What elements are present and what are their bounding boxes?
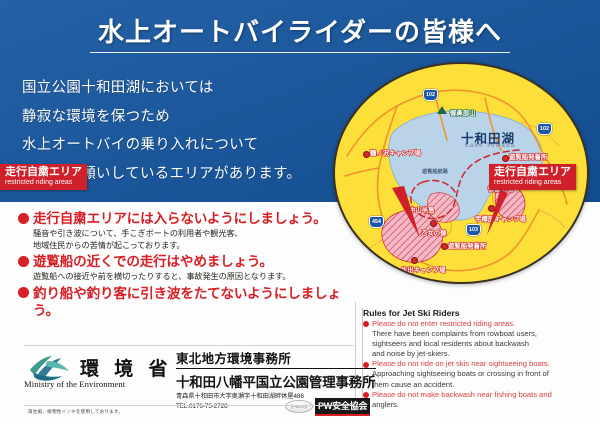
callout-left-en: restricted riding areas [5, 178, 73, 186]
map-label-utarube-campground: 宇樽部キャンプ場 [475, 216, 526, 223]
route-shield-454: 454 [369, 216, 384, 228]
english-rule-3-detail-1: anglers. [372, 399, 400, 409]
office-info-block: 東北地方環境事務所 十和田八幡平国立公園管理事務所 青森県十和田市大字奥瀬字十和… [176, 349, 376, 412]
english-rule-1-detail-3: and noise by jet-skiers. [372, 349, 450, 359]
callout-restricted-left: 走行自粛エリア restricted riding areas [0, 164, 87, 191]
english-rule-2-text: Please do not ride on jet skis near sigh… [372, 359, 550, 369]
map-label-boat-route: 遊覧船航路 [422, 169, 448, 175]
english-rule-3-text: Please do not make backwash near fishing… [372, 389, 552, 399]
footer-top-divider [24, 345, 354, 346]
english-rule-2: Please do not ride on jet skis near sigh… [363, 359, 591, 369]
map-label-oide-campground: 生出キャンプ場 [401, 267, 446, 274]
rule-2-subtext-line-1: 遊覧船への接近や前を横切ったりすると、事故発生の原因となります。 [33, 272, 291, 282]
ministry-name-en: Ministry of the Environment [24, 379, 126, 389]
map-label-ohanabeyama: 御鼻部山 [450, 110, 476, 117]
recycled-paper-note: 再生紙、植物性インキを使用しております。 [28, 409, 124, 414]
english-rule-2-detail-2: them cause an accident. [372, 379, 455, 389]
rule-2-subtext: 遊覧船への接近や前を横切ったりすると、事故発生の原因となります。 [33, 271, 358, 282]
callout-right-ja: 走行自粛エリア [494, 166, 571, 178]
map-label-tsurunosawa: 鶴ノ沢キャンプ場 [370, 150, 421, 157]
english-rule-1-text: Please do not enter restricted riding ar… [372, 319, 516, 328]
rule-item-1: 走行自粛エリアには入らないようにしましょう。 騒音や引き波について、手こぎボート… [18, 210, 358, 251]
callout-right-en: restricted riding areas [494, 178, 562, 186]
office-line-2: 十和田八幡平国立公園管理事務所 [176, 374, 376, 390]
english-rule-1: Please do not enter restricted riding ar… [363, 319, 591, 329]
map-label-boat-dock-south: 遊覧船発着所 [448, 243, 487, 250]
route-shield-102-north: 102 [423, 89, 438, 101]
map-dot-tsurunosawa [363, 151, 370, 158]
english-rule-1-detail-1: There have been complaints from rowboat … [372, 329, 538, 339]
intro-line-3: 水上オートバイの乗り入れについて [22, 137, 259, 154]
english-rule-1-detail-2: sightseers and local residents about bac… [372, 339, 530, 349]
bullet-dot-icon [363, 391, 369, 398]
rules-vertical-divider [355, 302, 356, 410]
intro-line-2: 静寂な環境を保つため [22, 108, 170, 125]
rule-1-subtext-line-1: 騒音や引き波について、手こぎボートの利用者や観光客、 [33, 229, 243, 239]
callout-restricted-right: 走行自粛エリア restricted riding areas [489, 164, 576, 191]
intro-line-4: 自粛をお願いしているエリアがあります。 [22, 165, 302, 182]
rule-3-heading-text: 釣り船や釣り客に引き波をたてないようにしましょう。 [33, 285, 341, 319]
bullet-dot-icon [363, 321, 369, 328]
office-divider [176, 368, 376, 369]
japanese-rules-list: 走行自粛エリアには入らないようにしましょう。 騒音や引き波について、手こぎボート… [18, 210, 358, 322]
ministry-name-ja: 環 境 省 [80, 359, 173, 380]
page-title: 水上オートバイライダーの皆様へ [90, 18, 510, 53]
office-address: 青森県十和田市大字奥瀬字十和田湖畔休屋486 [176, 392, 304, 400]
map-dot-utarube [488, 205, 495, 212]
rule-2-heading: 遊覧船の近くでの走行はやめましょう。 [18, 253, 358, 270]
map-dot-boat-dock-south [441, 243, 448, 250]
map-label-nakayama-peninsula: 中山半島 [409, 207, 435, 214]
map-lake-name-en: Lake Towada [465, 143, 516, 149]
bullet-dot-icon [18, 287, 29, 299]
map-label-boat-dock-north: 遊覧船発着所 [509, 154, 548, 161]
bullet-dot-icon [18, 255, 29, 267]
rule-1-subtext-line-2: 地域住民からの苦情が起こっております。 [33, 240, 185, 250]
intro-line-1: 国立公園十和田湖においては [22, 80, 214, 96]
map-lake-name-ja: 十和田湖 [461, 132, 516, 146]
route-shield-103: 103 [466, 224, 481, 236]
english-rule-2-detail-1: Approaching sightseeing boats or crossin… [372, 369, 549, 379]
map-dot-otome-statue [430, 220, 437, 227]
rule-item-3: 釣り船や釣り客に引き波をたてないようにしましょう。 [18, 285, 358, 320]
office-telephone: TEL.0176-75-2728 [176, 403, 228, 411]
map-dot-boat-dock-north [502, 155, 509, 162]
pwsa-seal-icon: (PWSA) [285, 400, 313, 414]
intro-text-block: 国立公園十和田湖においては 静寂な環境を保つため 水上オートバイの乗り入れについ… [22, 74, 342, 188]
map-graphics [344, 89, 568, 272]
footer-bottom-divider [24, 405, 354, 406]
english-rule-3: Please do not make backwash near fishing… [363, 390, 591, 400]
pw-safety-association-name: PW安全協会 [315, 398, 371, 416]
rule-1-heading-text: 走行自粛エリアには入らないようにしましょう。 [33, 211, 327, 226]
bullet-dot-icon [18, 212, 29, 224]
map-label-otome-statue: 乙女の像 [421, 230, 447, 237]
rule-1-heading: 走行自粛エリアには入らないようにしましょう。 [18, 210, 358, 227]
rule-2-heading-text: 遊覧船の近くでの走行はやめましょう。 [33, 254, 273, 270]
rule-3-heading: 釣り船や釣り客に引き波をたてないようにしましょう。 [18, 285, 358, 320]
rule-1-subtext: 騒音や引き波について、手こぎボートの利用者や観光客、 地域住民からの苦情が起こっ… [33, 228, 358, 251]
map-dot-oide [411, 257, 418, 264]
footer-block: 環 境 省 Ministry of the Environment 東北地方環境… [24, 349, 376, 410]
office-line-1: 東北地方環境事務所 [176, 352, 292, 366]
bullet-dot-icon [363, 361, 369, 368]
rule-item-2: 遊覧船の近くでの走行はやめましょう。 遊覧船への接近や前を横切ったりすると、事故… [18, 253, 358, 283]
route-shield-102-east: 102 [537, 123, 552, 135]
english-rules-block: Rules for Jet Ski Riders Please do not e… [362, 308, 591, 410]
pw-safety-association-logo: (PWSA) PW安全協会 [285, 398, 371, 416]
ministry-of-environment-logo-icon [30, 356, 69, 381]
callout-left-ja: 走行自粛エリア [5, 166, 82, 178]
english-rules-title: Rules for Jet Ski Riders [363, 308, 460, 318]
